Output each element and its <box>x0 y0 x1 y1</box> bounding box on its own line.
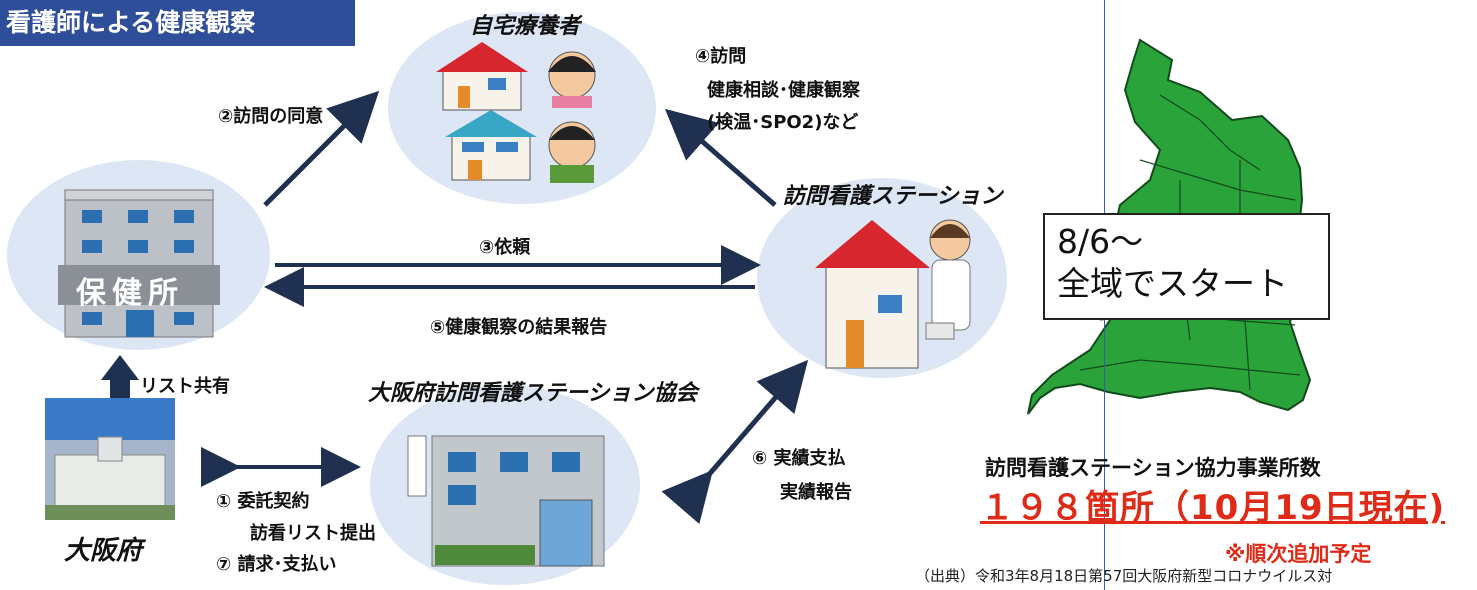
contract-label-2: 訪看リスト提出 <box>250 523 376 544</box>
contract-label-1: ① 委託契約 <box>216 491 310 512</box>
source-note: （出典）令和3年8月18日第57回大阪府新型コロナウイルス対 <box>915 567 1333 585</box>
payment-label-1: ⑥ 実績支払 <box>752 448 846 469</box>
partner-count-title: 訪問看護ステーション協力事業所数 <box>985 456 1321 480</box>
start-notice-box: 8/6～ 全域でスタート <box>1043 213 1330 320</box>
payment-label-2: 実績報告 <box>780 482 852 503</box>
partner-count-value: １９８箇所（10月19日現在) <box>980 488 1446 528</box>
start-text: 全域でスタート <box>1057 264 1288 303</box>
payment-arrow <box>661 359 809 525</box>
home-label: 自宅療養者 <box>470 14 581 39</box>
consent-arrow <box>263 90 380 207</box>
association-label: 大阪府訪問看護ステーション協会 <box>368 381 698 406</box>
prefecture-photo <box>45 398 175 520</box>
station-label: 訪問看護ステーション <box>783 184 1003 209</box>
contract-label-3: ⑦ 請求･支払い <box>216 554 337 575</box>
station-illustration <box>815 219 971 369</box>
visit-label-1: ④訪問 <box>695 46 747 67</box>
association-building <box>407 435 605 567</box>
list-share-arrow <box>101 355 139 400</box>
health-center-label: 保健所 <box>76 276 184 311</box>
request-label: ③依頼 <box>479 237 531 258</box>
visit-label-3: (検温･SPO2)など <box>707 112 859 133</box>
list-share-label: リスト共有 <box>140 376 230 397</box>
health-center-building <box>58 189 220 338</box>
visit-label-2: 健康相談･健康観察 <box>707 80 860 101</box>
report-label: ⑤健康観察の結果報告 <box>430 317 608 338</box>
prefecture-label: 大阪府 <box>64 536 143 566</box>
page-title: 看護師による健康観察 <box>0 0 355 46</box>
home-illustration <box>436 42 596 183</box>
visit-arrow <box>664 108 777 207</box>
start-date: 8/6～ <box>1057 222 1144 261</box>
consent-label: ②訪問の同意 <box>218 106 324 127</box>
append-note: ※順次追加予定 <box>1225 542 1372 566</box>
